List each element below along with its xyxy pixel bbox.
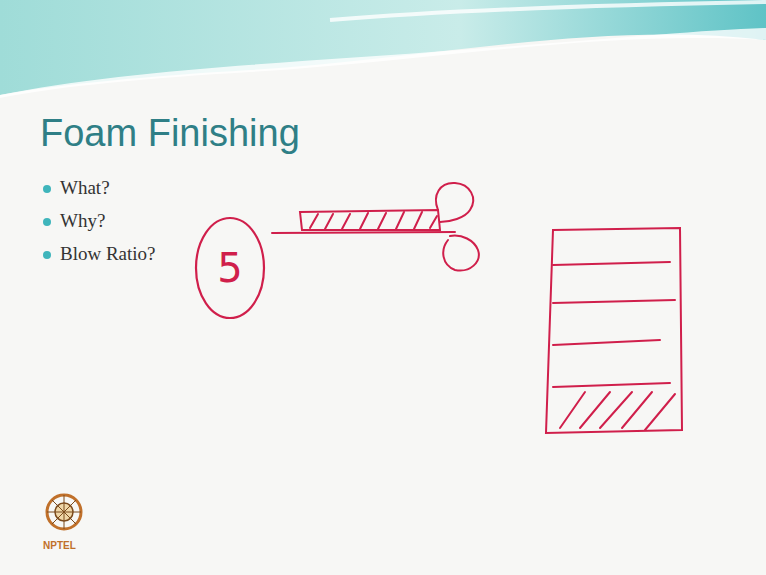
bullet-text: What?	[60, 177, 110, 199]
node-text: 5	[217, 245, 242, 291]
bullet-text: Why?	[60, 210, 105, 232]
circled-number: 5	[194, 216, 266, 320]
bullet-text: Blow Ratio?	[60, 243, 156, 265]
bullet-dots	[43, 185, 51, 259]
nptel-logo	[47, 495, 81, 529]
slide-title: Foam Finishing	[40, 112, 300, 155]
logo-text: NPTEL	[43, 540, 76, 551]
header-wave	[0, 0, 766, 98]
foam-container-sketch	[546, 228, 682, 433]
padder-sketch	[272, 183, 479, 271]
